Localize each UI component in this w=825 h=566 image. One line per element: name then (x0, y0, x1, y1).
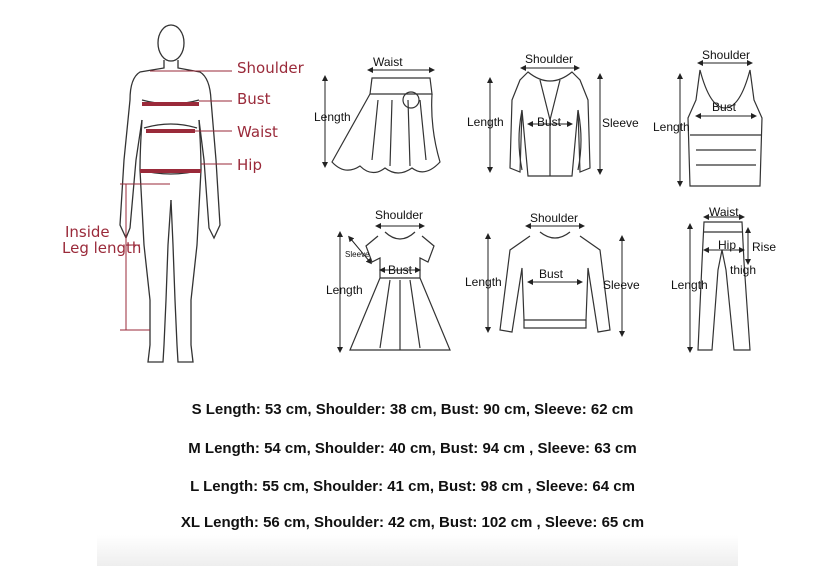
sweater-drawing (499, 231, 611, 333)
dress-shoulder-label: Shoulder (375, 208, 424, 222)
size-line-s: S Length: 53 cm, Shoulder: 38 cm, Bust: … (191, 401, 634, 418)
tank-bust-label: Bust (712, 100, 737, 114)
dress-length-label: Length (326, 283, 363, 297)
body-label-hip: Hip (237, 156, 262, 174)
pants-waist-label: Waist (709, 205, 739, 219)
dress-sleeve-label: Sleeve (345, 250, 370, 259)
tank-drawing (687, 69, 763, 187)
jacket-length-label: Length (467, 115, 504, 129)
sweater-sleeve-label: Sleeve (603, 278, 640, 292)
body-figure (119, 24, 221, 363)
pants-hip-label: Hip (718, 238, 737, 252)
footer-bar (97, 535, 738, 566)
body-label-waist: Waist (237, 123, 278, 141)
pants-thigh-label: thigh (730, 263, 757, 277)
sweater-shoulder-label: Shoulder (530, 211, 579, 225)
body-label-leg-length: Leg length (62, 239, 142, 257)
skirt-waist-label: Waist (373, 55, 403, 69)
body-label-bust: Bust (237, 90, 271, 108)
jacket-drawing (509, 71, 591, 177)
skirt-length-label: Length (314, 110, 351, 124)
jacket-bust-label: Bust (537, 115, 562, 129)
pants-length-label: Length (671, 278, 708, 292)
size-line-xl: XL Length: 56 cm, Shoulder: 42 cm, Bust:… (180, 514, 645, 531)
jacket-sleeve-label: Sleeve (602, 116, 639, 130)
body-label-inside: Inside (65, 223, 110, 241)
body-measure-bands (140, 102, 201, 173)
tank-length-label: Length (653, 120, 690, 134)
pants-rise-label: Rise (752, 240, 777, 254)
sweater-bust-label: Bust (539, 267, 564, 281)
dress-bust-label: Bust (388, 263, 413, 277)
pants-drawing (697, 221, 751, 351)
size-line-l: L Length: 55 cm, Shoulder: 41 cm, Bust: … (190, 478, 635, 495)
tank-shoulder-label: Shoulder (702, 48, 751, 62)
body-label-shoulder: Shoulder (237, 59, 304, 77)
sweater-length-label: Length (465, 275, 502, 289)
jacket-shoulder-label: Shoulder (525, 52, 574, 66)
skirt-drawing (331, 77, 441, 174)
body-leader-lines (120, 70, 232, 331)
size-line-m: M Length: 54 cm, Shoulder: 40 cm, Bust: … (188, 440, 637, 457)
